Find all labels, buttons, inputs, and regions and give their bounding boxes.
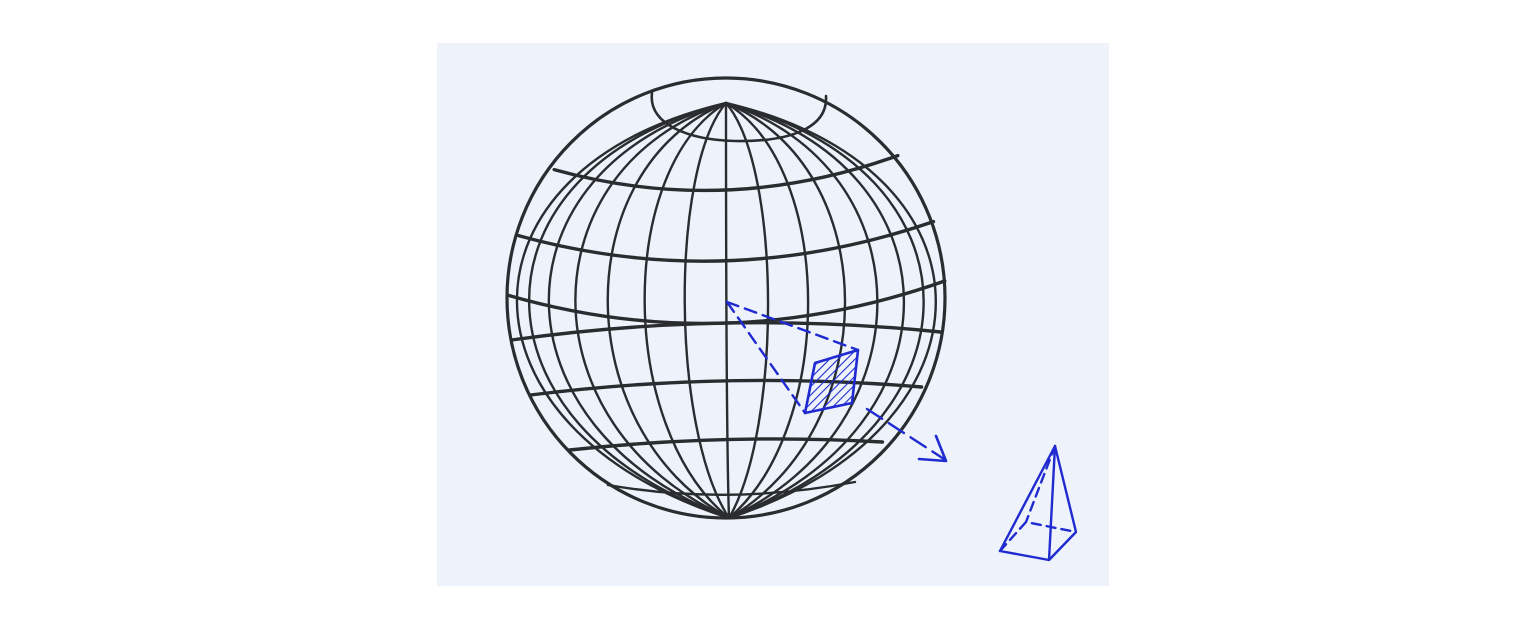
sphere-parallel — [552, 153, 900, 193]
sphere-polar-cap-ring — [650, 91, 828, 143]
sphere-parallel — [509, 321, 943, 342]
pyramid-front-edges — [998, 444, 1078, 562]
sphere-parallel — [516, 219, 936, 263]
sphere-meridian — [547, 101, 731, 520]
sphere-meridian — [724, 101, 847, 520]
sphere-parallel — [528, 378, 924, 397]
sphere-meridian — [574, 101, 731, 520]
hatched-surface-patch — [803, 348, 860, 415]
pyramid-hidden-edges — [998, 444, 1078, 553]
normal-arrow-head — [917, 434, 948, 463]
cone-lines — [725, 300, 860, 415]
sphere-wireframe — [505, 76, 947, 520]
cone-line-lower — [725, 300, 807, 415]
sphere-meridian — [724, 101, 925, 520]
pyramid-solid — [998, 444, 1078, 562]
sphere-bottom-parallel — [606, 480, 857, 496]
sphere-parallel — [567, 437, 885, 452]
sphere-meridian — [724, 101, 937, 520]
normal-arrow-shaft — [865, 407, 946, 461]
sphere-meridian — [606, 101, 731, 520]
sphere-meridian — [515, 101, 731, 520]
cone-line-upper — [725, 300, 860, 352]
normal-arrow — [865, 407, 948, 463]
sphere-meridian — [643, 101, 731, 520]
sphere-meridian — [724, 101, 770, 520]
sphere-meridian — [724, 101, 906, 520]
